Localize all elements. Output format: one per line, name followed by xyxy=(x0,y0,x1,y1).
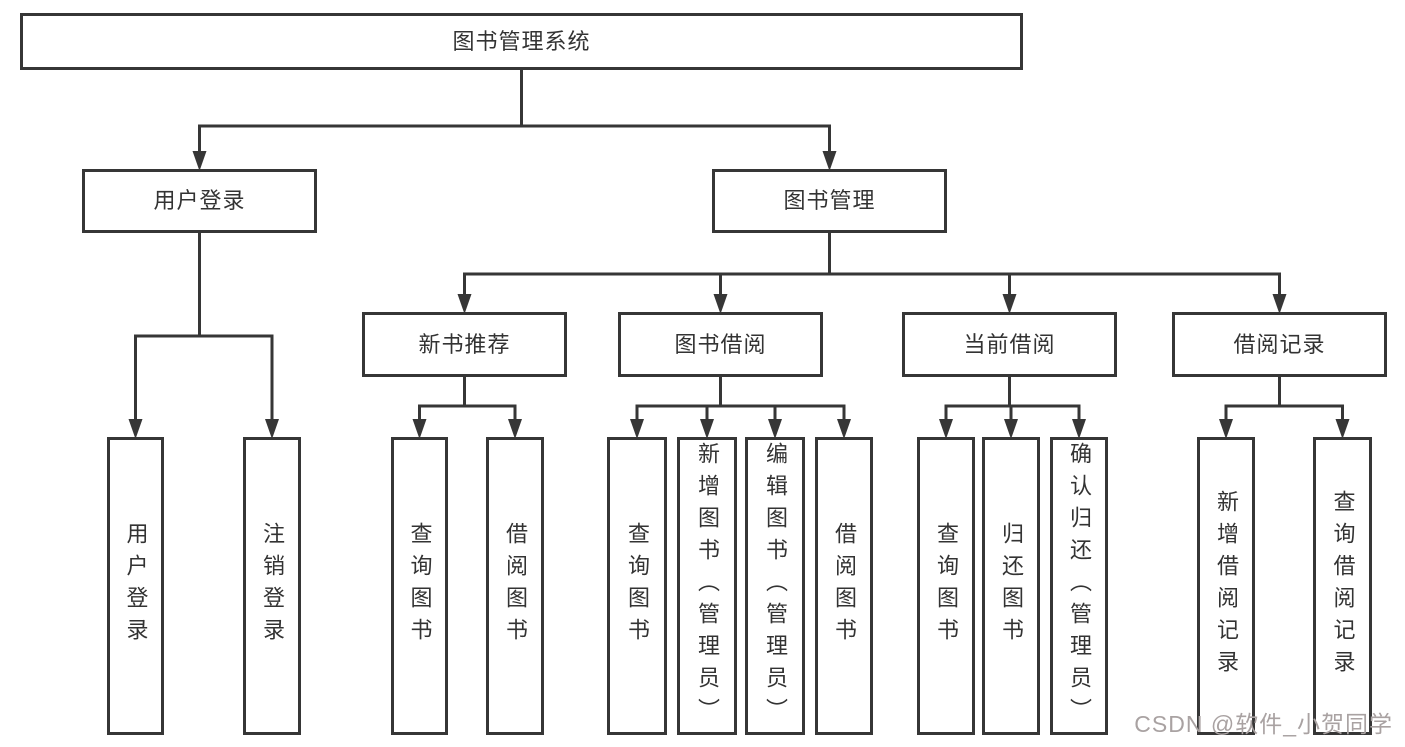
user-login-box: 用户登录 xyxy=(82,169,317,233)
leaf-borrow-book-2-label: 借阅图书 xyxy=(832,522,857,650)
connector-user-login xyxy=(128,232,279,439)
leaf-add-record-label: 新增借阅记录 xyxy=(1214,490,1239,682)
current-borrow-box: 当前借阅 xyxy=(902,312,1117,377)
connector-root xyxy=(192,69,837,171)
leaf-borrow-book-1-label: 借阅图书 xyxy=(503,522,528,650)
borrow-records-label: 借阅记录 xyxy=(1233,331,1326,357)
book-borrow-box: 图书借阅 xyxy=(618,312,823,377)
arrowhead-icon xyxy=(939,419,953,439)
arrowhead-icon xyxy=(1219,419,1233,439)
arrowhead-icon xyxy=(1335,419,1350,439)
arrowhead-icon xyxy=(265,419,279,439)
leaf-query-book-3-label: 查询图书 xyxy=(934,522,959,650)
leaf-add-book-label: 新增图书（管理员） xyxy=(695,442,720,730)
arrowhead-icon xyxy=(1002,294,1017,314)
book-management-label: 图书管理 xyxy=(783,188,876,213)
new-book-recommend-label: 新书推荐 xyxy=(418,331,511,357)
leaf-query-book-1-box: 查询图书 xyxy=(391,437,448,735)
arrowhead-icon xyxy=(837,419,851,439)
arrowhead-icon xyxy=(700,419,714,439)
root-label: 图书管理系统 xyxy=(452,28,591,54)
arrowhead-icon xyxy=(630,419,644,439)
borrow-records-box: 借阅记录 xyxy=(1172,312,1387,377)
leaf-query-record-label: 查询借阅记录 xyxy=(1330,490,1356,682)
arrowhead-icon xyxy=(822,151,837,171)
leaf-query-record-box: 查询借阅记录 xyxy=(1313,437,1372,735)
arrowhead-icon xyxy=(508,419,522,439)
leaf-logout-box: 注销登录 xyxy=(243,437,301,735)
connector-book-management xyxy=(457,232,1287,314)
leaf-query-book-2-label: 查询图书 xyxy=(625,522,650,650)
arrowhead-icon xyxy=(192,151,207,171)
arrowhead-icon xyxy=(1072,419,1086,439)
current-borrow-label: 当前借阅 xyxy=(963,331,1056,357)
leaf-logout-label: 注销登录 xyxy=(260,522,285,650)
connector-current-borrow xyxy=(939,376,1086,439)
leaf-borrow-book-2-box: 借阅图书 xyxy=(815,437,873,735)
leaf-return-book-label: 归还图书 xyxy=(999,522,1024,650)
arrowhead-icon xyxy=(128,419,143,439)
arrowhead-icon xyxy=(1004,419,1018,439)
leaf-query-book-1-label: 查询图书 xyxy=(407,522,433,650)
leaf-add-book-box: 新增图书（管理员） xyxy=(677,437,737,735)
leaf-edit-book-label: 编辑图书（管理员） xyxy=(763,442,788,730)
leaf-edit-book-box: 编辑图书（管理员） xyxy=(745,437,805,735)
book-management-box: 图书管理 xyxy=(712,169,947,233)
connector-new-book-recommend xyxy=(412,376,522,439)
connector-borrow-records xyxy=(1219,376,1350,439)
book-borrow-label: 图书借阅 xyxy=(674,331,767,357)
arrowhead-icon xyxy=(768,419,782,439)
connector-book-borrow xyxy=(630,376,851,439)
arrowhead-icon xyxy=(1272,294,1287,314)
leaf-user-login-label: 用户登录 xyxy=(123,522,149,650)
leaf-add-record-box: 新增借阅记录 xyxy=(1197,437,1255,735)
arrowhead-icon xyxy=(713,294,728,314)
leaf-query-book-2-box: 查询图书 xyxy=(607,437,667,735)
leaf-confirm-return-box: 确认归还（管理员） xyxy=(1050,437,1108,735)
user-login-label: 用户登录 xyxy=(153,188,246,213)
arrowhead-icon xyxy=(457,294,472,314)
leaf-confirm-return-label: 确认归还（管理员） xyxy=(1067,442,1092,730)
new-book-recommend-box: 新书推荐 xyxy=(362,312,567,377)
leaf-return-book-box: 归还图书 xyxy=(982,437,1040,735)
leaf-borrow-book-1-box: 借阅图书 xyxy=(486,437,544,735)
leaf-query-book-3-box: 查询图书 xyxy=(917,437,975,735)
root-box: 图书管理系统 xyxy=(20,13,1023,70)
arrowhead-icon xyxy=(412,419,427,439)
leaf-user-login-box: 用户登录 xyxy=(107,437,164,735)
